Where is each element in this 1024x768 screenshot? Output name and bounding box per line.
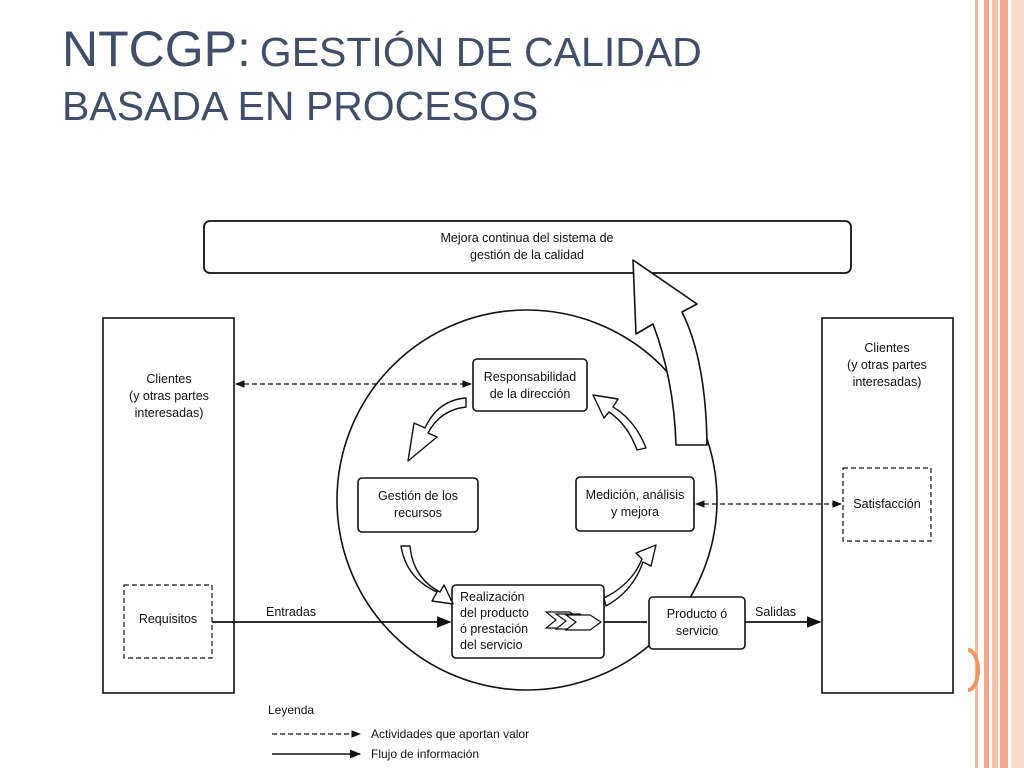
realization-line3: ó prestación: [460, 622, 528, 636]
chevron-arrows-icon: [544, 611, 603, 631]
title-line2: BASADA EN PROCESOS: [62, 82, 539, 129]
title-main: NTCGP:: [62, 21, 251, 77]
continuous-improvement-box: [203, 220, 852, 274]
improvement-line2: gestión de la calidad: [470, 248, 584, 262]
management-line2: de la dirección: [490, 387, 571, 401]
resources-line1: Gestión de los: [378, 489, 458, 503]
legend-info-label: Flujo de información: [371, 747, 479, 761]
value-cycle-arrows: [400, 394, 657, 607]
legend-title: Leyenda: [268, 703, 314, 717]
slide-title: NTCGP: GESTIÓN DE CALIDAD BASADA EN PROC…: [62, 18, 702, 132]
measurement-line1: Medición, análisis: [586, 488, 685, 502]
customers-left-line1: Clientes: [146, 372, 191, 386]
customers-left-panel: [102, 317, 235, 694]
outputs-label: Salidas: [755, 605, 796, 619]
cycle-arrow-icon: [400, 545, 454, 605]
legend-value-label: Actividades que aportan valor: [371, 727, 529, 741]
realization-line1: Realización: [460, 590, 525, 604]
requirements-label: Requisitos: [139, 612, 197, 626]
customers-right-line2: (y otras partes: [847, 358, 927, 372]
cycle-arrow-icon: [603, 544, 657, 607]
customers-right-line3: interesadas): [853, 375, 922, 389]
satisfaction-box: [842, 467, 932, 542]
measurement-line2: y mejora: [611, 505, 659, 519]
realization-line2: del producto: [460, 606, 529, 620]
cycle-arrow-icon: [592, 394, 647, 451]
customers-left-line2: (y otras partes: [129, 389, 209, 403]
resource-management-box: [357, 477, 479, 533]
realization-line4: del servicio: [460, 638, 523, 652]
resources-line2: recursos: [394, 506, 442, 520]
measurement-analysis-box: [575, 476, 695, 532]
management-line1: Responsabilidad: [484, 370, 576, 384]
product-line2: servicio: [676, 624, 718, 638]
title-rest: GESTIÓN DE CALIDAD: [259, 29, 702, 75]
process-circle: [336, 309, 718, 691]
product-service-box: [648, 596, 746, 650]
satisfaction-label: Satisfacción: [853, 497, 920, 511]
improvement-arrow-icon: [632, 259, 708, 446]
product-line1: Producto ó: [667, 607, 728, 621]
customers-right-line1: Clientes: [864, 341, 909, 355]
improvement-line1: Mejora continua del sistema de: [440, 231, 613, 245]
customers-left-line3: interesadas): [135, 406, 204, 420]
management-responsibility-box: [472, 358, 588, 412]
inputs-label: Entradas: [266, 605, 316, 619]
cycle-arrow-icon: [407, 397, 467, 462]
accent-dot: [967, 648, 980, 692]
customers-right-panel: [821, 317, 954, 694]
